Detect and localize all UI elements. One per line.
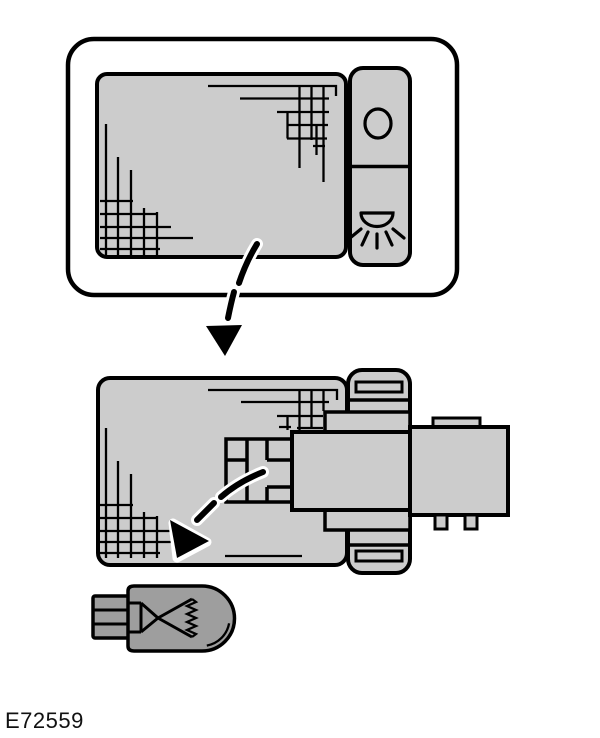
circle-switch-icon — [363, 107, 393, 140]
bulb-base — [91, 594, 132, 640]
assembled-lamp-figure — [65, 36, 460, 361]
bulb-glass — [126, 584, 237, 653]
wedge-bulb-figure — [91, 584, 237, 653]
glass-highlight — [206, 623, 231, 647]
bulb-removal-arrow — [168, 466, 269, 563]
holder-shoulder-lower — [323, 508, 412, 532]
bulb-base-ridges — [93, 608, 130, 626]
lens-texture-top-right — [208, 84, 338, 182]
arrow-head-down-icon — [206, 325, 242, 356]
dome-light-icon — [348, 211, 406, 250]
lamp-opened-figure — [96, 368, 510, 575]
bulb-holder — [290, 430, 412, 512]
lens-texture-bottom-left — [100, 124, 193, 255]
connector-pin-right — [463, 513, 479, 531]
connector-pin-left — [433, 513, 449, 531]
holder-shoulder-upper — [323, 410, 412, 434]
clip-slot-bottom — [354, 549, 404, 563]
clip-slot-top — [354, 380, 404, 394]
body-texture-bottom-left — [100, 428, 302, 558]
bulb-filament — [128, 597, 199, 639]
body-texture-top-right — [208, 388, 339, 430]
switch-panel — [348, 66, 412, 267]
lens-removal-arrow — [201, 238, 263, 361]
figure-caption: E72559 — [5, 708, 84, 733]
lamp-lens — [95, 72, 348, 259]
connector-housing — [408, 425, 510, 517]
mount-clip-lines — [348, 398, 410, 547]
arrow-head-down-left-icon — [170, 520, 209, 558]
connector-block — [408, 416, 510, 531]
bulb-socket-detail — [224, 437, 294, 504]
